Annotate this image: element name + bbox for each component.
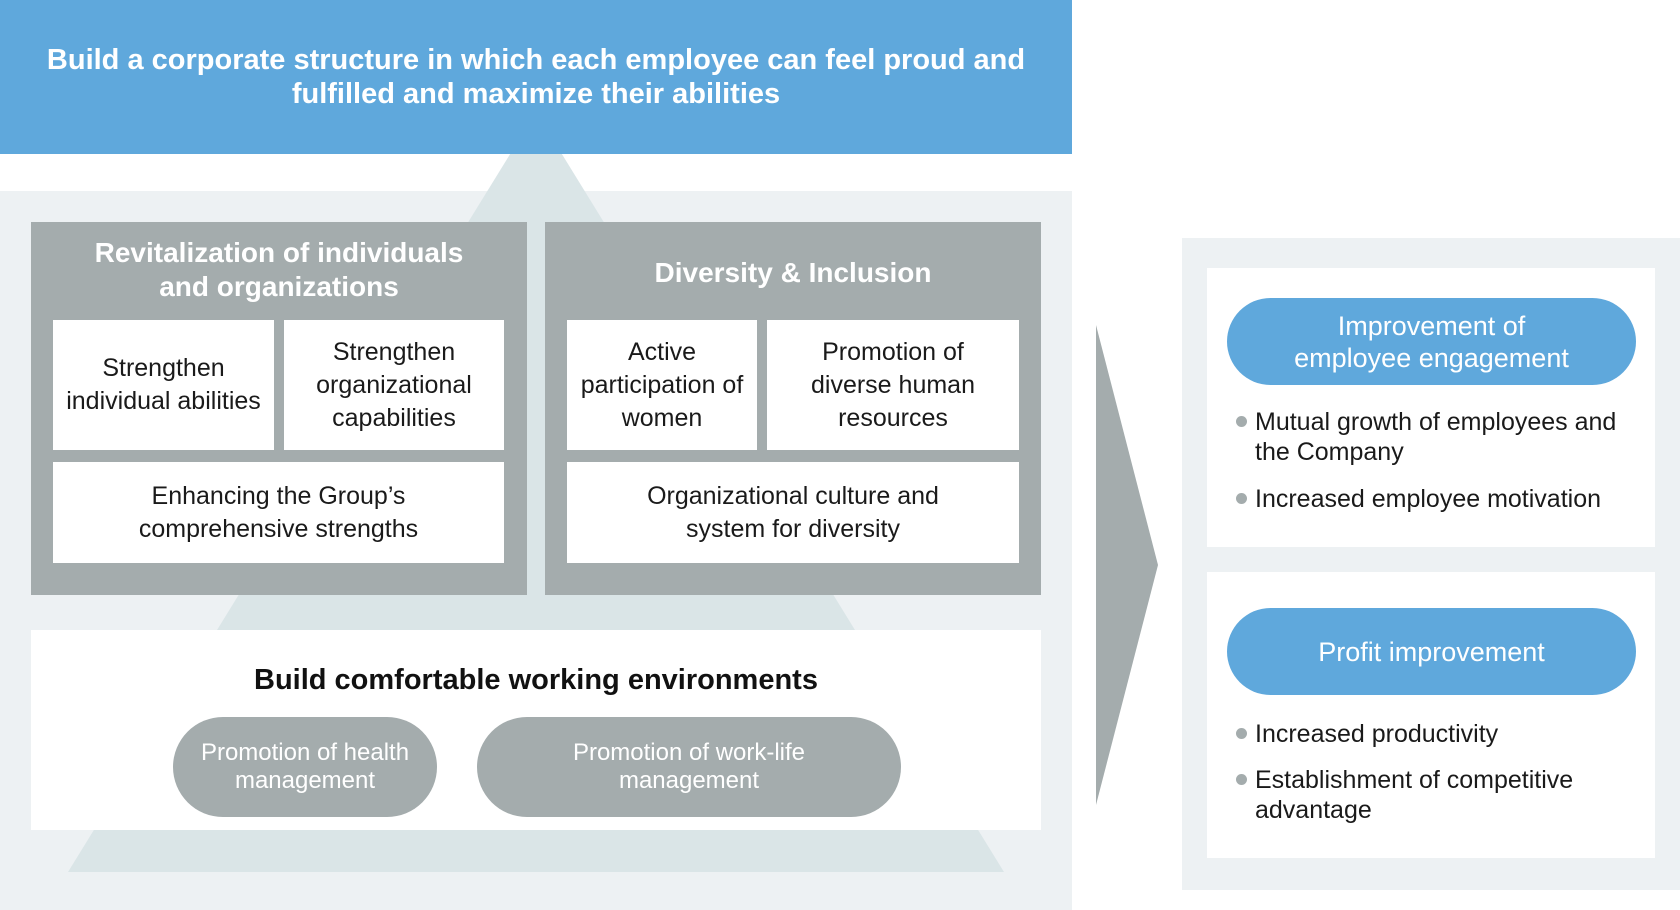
bullet-text: Mutual growth of employees and the Compa… (1255, 408, 1617, 466)
profit-pill: Profit improvement (1227, 608, 1636, 695)
bullet-text: Increased employee motivation (1255, 485, 1602, 513)
engagement-pill: Improvement of employee engagement (1227, 298, 1636, 385)
bullet-dot-icon (1236, 774, 1247, 785)
bullet-item: Mutual growth of employees and the Compa… (1235, 407, 1635, 467)
diverse-resources-cell: Promotion of diverse human resources (767, 320, 1019, 450)
women-participation-cell: Active participation of women (567, 320, 757, 450)
group-strengths-cell: Enhancing the Group’s comprehensive stre… (53, 462, 504, 563)
bullet-text: Establishment of competitive advantage (1255, 766, 1574, 824)
bullet-dot-icon (1236, 728, 1247, 739)
bullet-item: Increased productivity (1235, 719, 1635, 749)
bullet-dot-icon (1236, 416, 1247, 427)
bullet-item: Increased employee motivation (1235, 484, 1635, 514)
goal-banner-text: Build a corporate structure in which eac… (46, 44, 1026, 110)
health-management-pill: Promotion of health management (173, 717, 437, 817)
diversity-title: Diversity & Inclusion (654, 257, 932, 288)
environment-title: Build comfortable working environments (254, 664, 818, 696)
bullet-dot-icon (1236, 493, 1247, 504)
diversity-culture-cell: Organizational culture and system for di… (567, 462, 1019, 563)
strengthen-organizational-cell: Strengthen organizational capabilities (284, 320, 504, 450)
arrow-right-icon (1096, 325, 1158, 805)
work-life-management-pill: Promotion of work-life management (477, 717, 901, 817)
bullet-text: Increased productivity (1255, 720, 1499, 748)
bullet-item: Establishment of competitive advantage (1235, 765, 1635, 825)
goal-banner: Build a corporate structure in which eac… (0, 0, 1072, 154)
strengthen-individual-cell: Strengthen individual abilities (53, 320, 274, 450)
revitalization-title: Revitalization of individuals and organi… (94, 237, 464, 302)
